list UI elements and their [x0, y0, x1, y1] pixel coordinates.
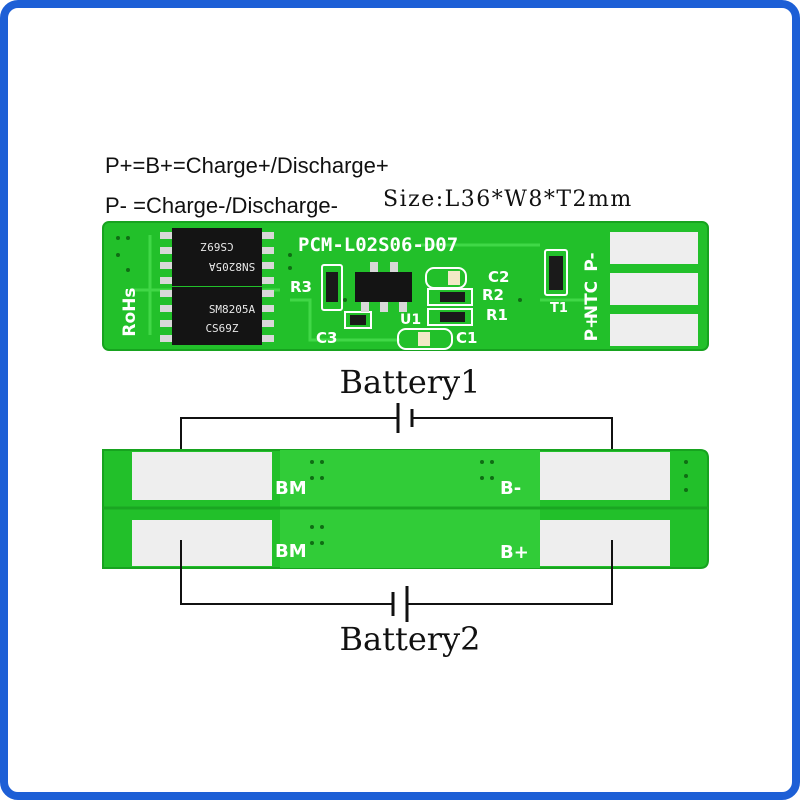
mosfet-2-line-2: CS69Z	[205, 322, 238, 335]
c2-component	[448, 271, 460, 285]
pad-b-plus	[540, 520, 670, 566]
battery-2-label: Battery2	[340, 620, 481, 658]
mosfet-1-line-2: CS69Z	[200, 240, 233, 253]
bottom-pcb-vias	[310, 460, 688, 545]
positive-terminal-note: P+=B+=Charge+/Discharge+	[105, 153, 389, 178]
label-t1: T1	[550, 301, 568, 316]
pad-ntc	[610, 273, 698, 305]
r2-component	[440, 292, 465, 302]
board-size-note: Size:L36*W8*T2mm	[383, 187, 633, 212]
r3-outline	[321, 264, 343, 311]
top-pcb-board: CS69Z SN8205A SM8205A CS69Z RoHs PCM-L02…	[102, 221, 709, 351]
c1-component	[418, 332, 430, 346]
battery-1-label: Battery1	[340, 363, 481, 401]
r3-component	[326, 272, 338, 302]
label-b-minus: B-	[500, 478, 521, 499]
pad-bm-top	[132, 452, 272, 500]
mosfet-body-2	[172, 287, 262, 345]
c1-outline	[397, 328, 453, 350]
rohs-mark: RoHs	[120, 287, 140, 336]
label-c3: C3	[316, 329, 337, 347]
mosfet-chip-2: SM8205A CS69Z	[160, 287, 274, 345]
u1-body	[355, 272, 412, 302]
label-bm-bottom: BM	[275, 541, 307, 562]
label-r1: R1	[486, 306, 508, 324]
negative-terminal-note: P- =Charge-/Discharge-	[105, 193, 338, 218]
label-r3: R3	[290, 278, 312, 296]
top-pcb-vias	[116, 236, 522, 302]
t1-outline	[544, 249, 568, 296]
label-u1: U1	[400, 312, 421, 328]
battery-2-wire	[180, 540, 613, 605]
t1-component	[549, 256, 563, 290]
mosfet-chip-1: CS69Z SN8205A	[160, 228, 274, 286]
pad-b-minus	[540, 452, 670, 500]
mosfet-2-line-1: SM8205A	[209, 303, 256, 316]
c3-component	[350, 315, 366, 325]
label-c2: C2	[488, 268, 509, 286]
r1-component	[440, 312, 465, 322]
label-ntc: NTC	[582, 281, 602, 319]
mosfet-1-line-1: SN8205A	[208, 260, 255, 273]
pad-p-plus	[610, 314, 698, 346]
label-p-minus: P-	[582, 252, 602, 271]
label-r2: R2	[482, 286, 504, 304]
pad-bm-bottom	[132, 520, 272, 566]
label-bm-top: BM	[275, 478, 307, 499]
r2-outline	[427, 288, 473, 306]
c3-outline	[344, 311, 372, 329]
r1-outline	[427, 308, 473, 326]
mosfet-body-1	[172, 228, 262, 286]
board-model-label: PCM-L02S06-D07	[298, 234, 458, 256]
u1-ic	[355, 262, 412, 312]
bottom-pcb-board: BM BM B- B+	[102, 449, 709, 569]
label-b-plus: B+	[500, 542, 529, 563]
pad-p-minus	[610, 232, 698, 264]
label-c1: C1	[456, 329, 477, 347]
label-p-plus: P+	[582, 315, 602, 342]
